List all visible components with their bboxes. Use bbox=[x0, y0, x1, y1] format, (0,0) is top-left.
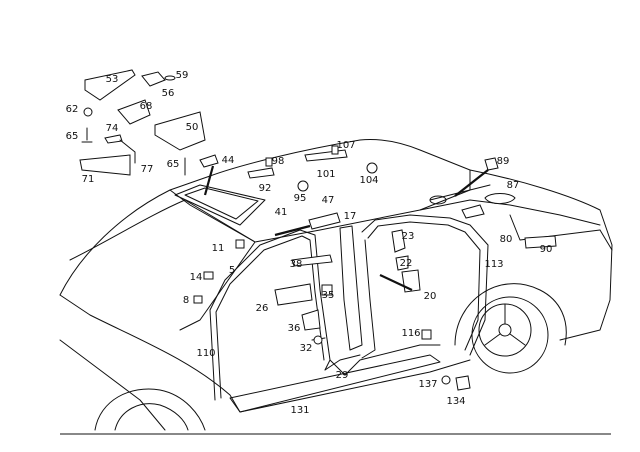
part-label-87: 87 bbox=[506, 180, 520, 191]
part-label-29: 29 bbox=[335, 370, 349, 381]
part-label-101: 101 bbox=[316, 169, 336, 180]
part-label-14: 14 bbox=[189, 272, 203, 283]
part-label-32: 32 bbox=[299, 343, 313, 354]
part-label-59: 59 bbox=[175, 70, 189, 81]
part-label-137: 137 bbox=[418, 379, 438, 390]
part-label-11: 11 bbox=[211, 243, 225, 254]
part-label-50: 50 bbox=[185, 122, 199, 133]
door-seals-and-pillars bbox=[209, 214, 489, 413]
part-label-5: 5 bbox=[228, 265, 236, 276]
part-label-62: 62 bbox=[65, 104, 79, 115]
part-label-74: 74 bbox=[105, 123, 119, 134]
part-label-41: 41 bbox=[274, 207, 288, 218]
part-label-131: 131 bbox=[290, 405, 310, 416]
part-label-98: 98 bbox=[271, 156, 285, 167]
part-label-77: 77 bbox=[140, 164, 154, 175]
sun-visor-50 bbox=[154, 111, 206, 151]
part-label-89: 89 bbox=[496, 156, 510, 167]
part-label-53: 53 bbox=[105, 74, 119, 85]
part-label-36: 36 bbox=[287, 323, 301, 334]
part-label-113: 113 bbox=[484, 259, 504, 270]
part-label-38: 38 bbox=[289, 259, 303, 270]
part-label-35: 35 bbox=[321, 290, 335, 301]
part-label-71: 71 bbox=[81, 174, 95, 185]
part-label-134: 134 bbox=[446, 396, 466, 407]
part-label-80: 80 bbox=[499, 234, 513, 245]
part-label-20: 20 bbox=[423, 291, 437, 302]
part-label-104: 104 bbox=[359, 175, 379, 186]
part-label-56: 56 bbox=[161, 88, 175, 99]
part-label-65: 65 bbox=[65, 131, 79, 142]
rear-view-mirror-71 bbox=[79, 154, 131, 176]
part-label-8: 8 bbox=[182, 295, 190, 306]
label-plate-47 bbox=[308, 212, 341, 230]
part-label-116: 116 bbox=[401, 328, 421, 339]
part-label-65: 65 bbox=[166, 159, 180, 170]
part-label-95: 95 bbox=[293, 193, 307, 204]
part-label-90: 90 bbox=[539, 244, 553, 255]
part-label-68: 68 bbox=[139, 101, 153, 112]
sun-visor-53 bbox=[84, 69, 136, 101]
part-label-23: 23 bbox=[401, 231, 415, 242]
part-label-107: 107 bbox=[336, 140, 356, 151]
part-label-17: 17 bbox=[343, 211, 357, 222]
part-label-22: 22 bbox=[399, 258, 413, 269]
car-body-outline bbox=[59, 139, 613, 431]
component-parts bbox=[79, 69, 557, 391]
part-label-110: 110 bbox=[196, 348, 216, 359]
part-label-26: 26 bbox=[255, 303, 269, 314]
part-label-92: 92 bbox=[258, 183, 272, 194]
part-label-44: 44 bbox=[221, 155, 235, 166]
part-label-47: 47 bbox=[321, 195, 335, 206]
